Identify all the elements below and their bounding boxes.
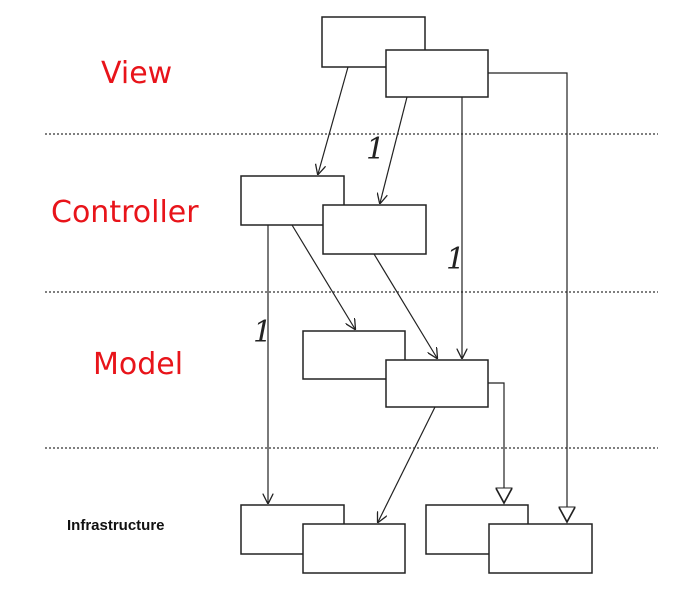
view-box-front: [385, 49, 489, 98]
infra-left-box-front: [302, 523, 406, 574]
controller-box-front: [322, 204, 427, 255]
arrow-controller-to-model-front: [373, 253, 437, 358]
view-layer-label: View: [101, 56, 173, 91]
multiplicity-view-model: 1: [446, 242, 466, 277]
model-box-front: [385, 359, 489, 408]
model-layer-label: Model: [93, 347, 184, 382]
arrow-model-to-infra-right: [488, 382, 504, 503]
controller-layer-label: Controller: [51, 195, 199, 230]
multiplicity-view-controller: 1: [366, 132, 386, 167]
arrow-view-to-controller-front: [380, 96, 408, 203]
multiplicity-controller-infrastructure: 1: [253, 315, 273, 350]
infrastructure-layer-label: Infrastructure: [67, 517, 165, 534]
arrow-view-to-infra-right: [488, 72, 567, 522]
arrow-model-to-infrastructure: [378, 406, 436, 522]
arrow-controller-to-model-back: [291, 224, 355, 329]
arrow-view-to-controller-back: [318, 66, 349, 174]
infra-right-box-front: [488, 523, 593, 574]
